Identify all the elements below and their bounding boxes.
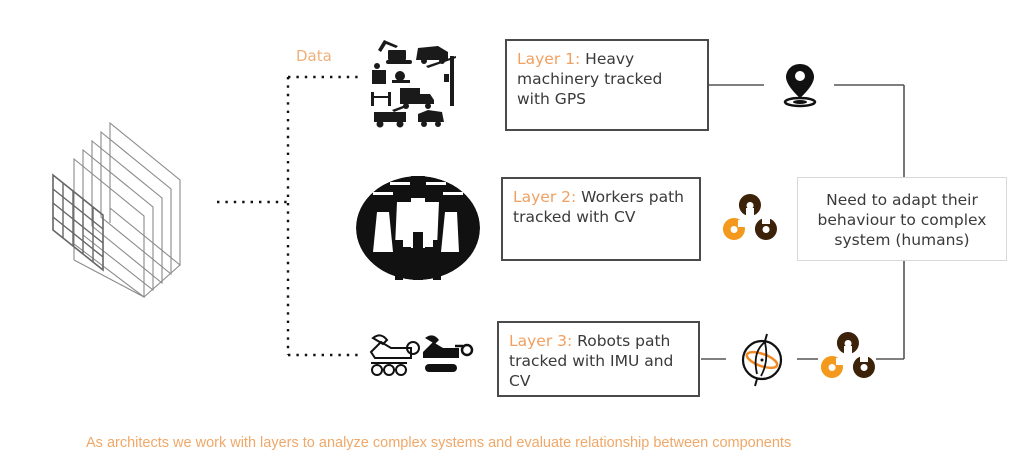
heavy-machinery-icon <box>371 40 456 128</box>
layer-2-text: Workers path tracked with CV <box>513 188 685 226</box>
layer-1-box: Layer 1: Heavy machinery tracked with GP… <box>505 39 709 131</box>
layer-2-box: Layer 2: Workers path tracked with CV <box>501 177 701 261</box>
layer-3-prefix: Layer 3: <box>509 332 573 350</box>
workers-group-icon <box>356 173 480 280</box>
opencv-logo-icon <box>820 332 875 378</box>
note-box: Need to adapt their behaviour to complex… <box>797 177 1007 261</box>
layer-3-text: Robots path tracked with IMU and CV <box>509 332 674 390</box>
data-label: Data <box>296 47 332 65</box>
imu-gyroscope-icon <box>741 333 783 387</box>
robots-icon <box>369 334 474 376</box>
layer-3-box: Layer 3: Robots path tracked with IMU an… <box>497 321 700 397</box>
layer-2-prefix: Layer 2: <box>513 188 577 206</box>
layer-1-text: Heavy machinery tracked with GPS <box>517 50 663 108</box>
caption: As architects we work with layers to ana… <box>86 435 792 451</box>
layered-building-isometric-icon <box>52 121 181 299</box>
opencv-logo-icon <box>722 194 777 240</box>
gps-pin-icon <box>783 64 817 108</box>
layer-1-prefix: Layer 1: <box>517 50 581 68</box>
